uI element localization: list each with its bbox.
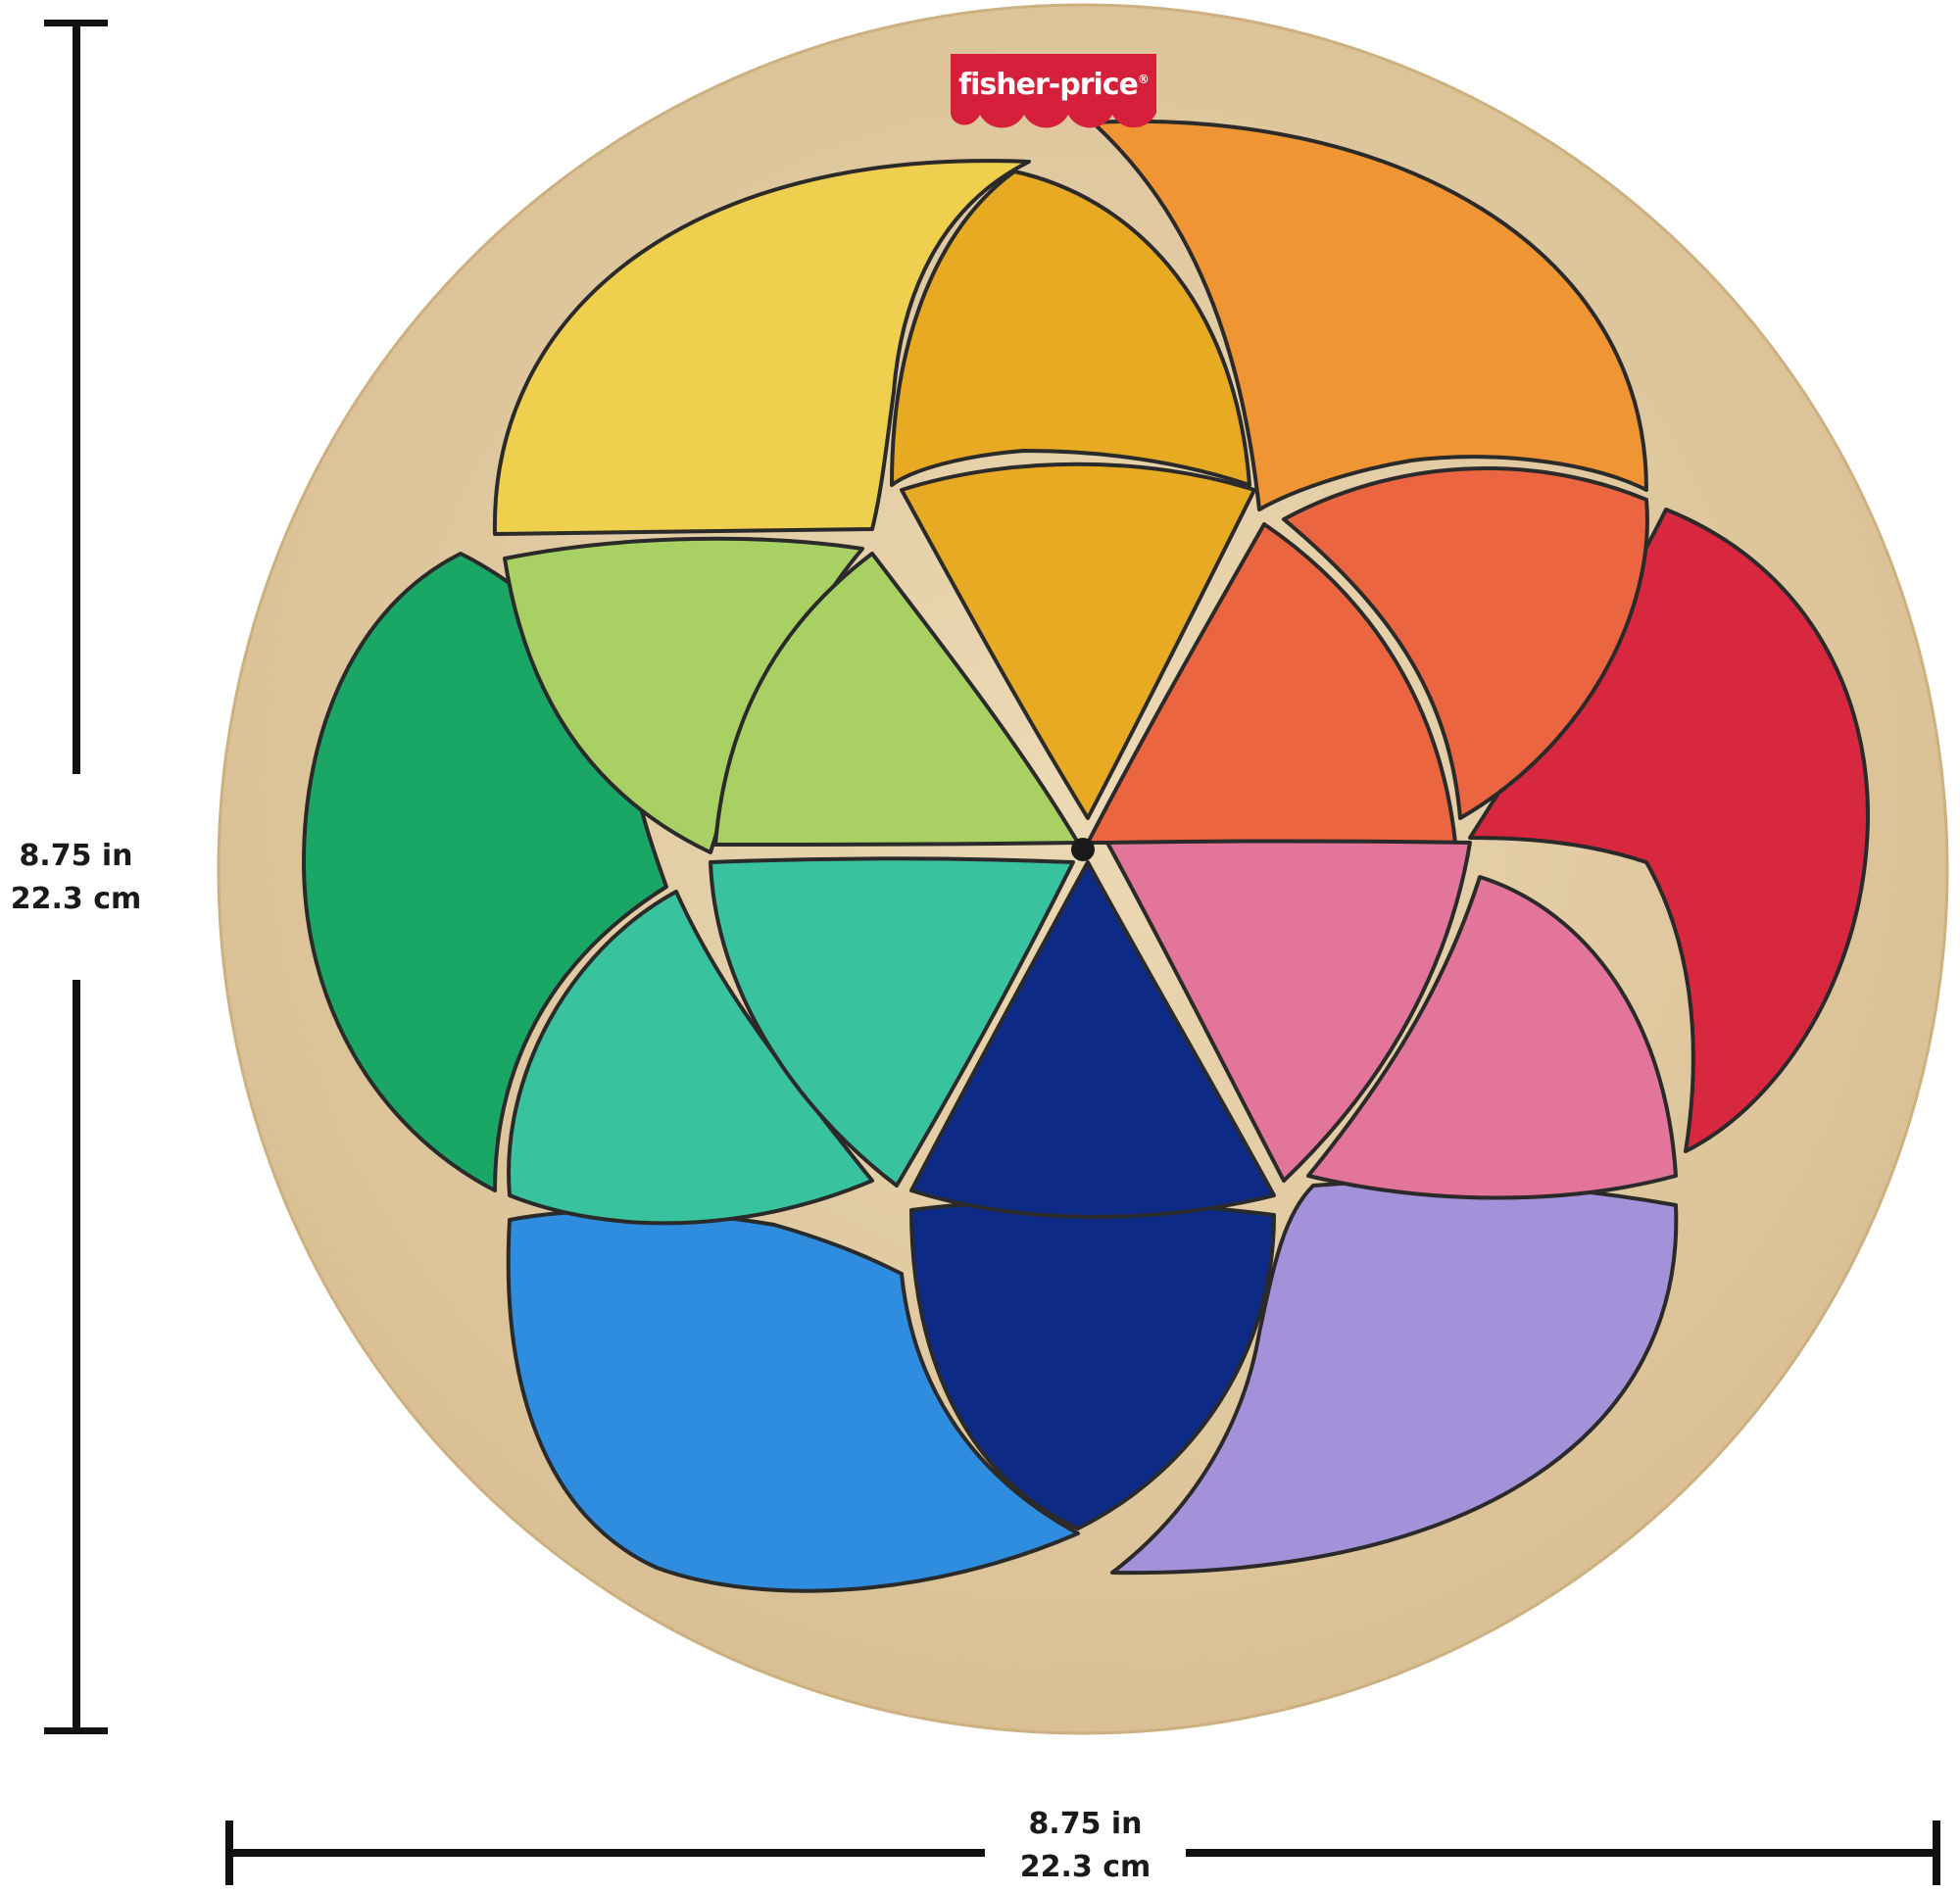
brand-logo: fisher-price® [951,54,1156,132]
piece-orange [1091,120,1648,511]
piece-amber-top [890,170,1251,487]
height-line-bottom-cap [44,1727,108,1734]
height-line-upper [73,20,80,774]
brand-logo-text: fisher-price® [958,68,1150,102]
piece-pink-inner [1105,839,1472,1183]
piece-amber-inner [900,461,1256,820]
center-gap [1071,838,1095,861]
height-inches: 8.75 in [19,839,133,873]
piece-navy-inner [909,860,1276,1219]
piece-yellow [492,159,1031,536]
piece-lime-inner [713,552,1080,847]
width-label: 8.75 in 22.3 cm [1000,1803,1171,1889]
width-line-right-cap [1933,1820,1940,1885]
logo-badge-shape [951,54,1156,128]
piece-teal-left [507,890,874,1226]
height-centimeters: 22.3 cm [10,882,142,916]
height-line-lower [73,980,80,1734]
width-line-right [1186,1849,1940,1857]
piece-teal-inner [709,856,1075,1188]
width-line-left [225,1849,985,1857]
piece-blue [506,1208,1080,1593]
height-label: 8.75 in 22.3 cm [0,835,152,921]
piece-pink-right [1306,875,1678,1200]
piece-orange-red-right [1282,466,1649,820]
width-centimeters: 22.3 cm [1019,1850,1152,1884]
width-inches: 8.75 in [1028,1807,1143,1841]
